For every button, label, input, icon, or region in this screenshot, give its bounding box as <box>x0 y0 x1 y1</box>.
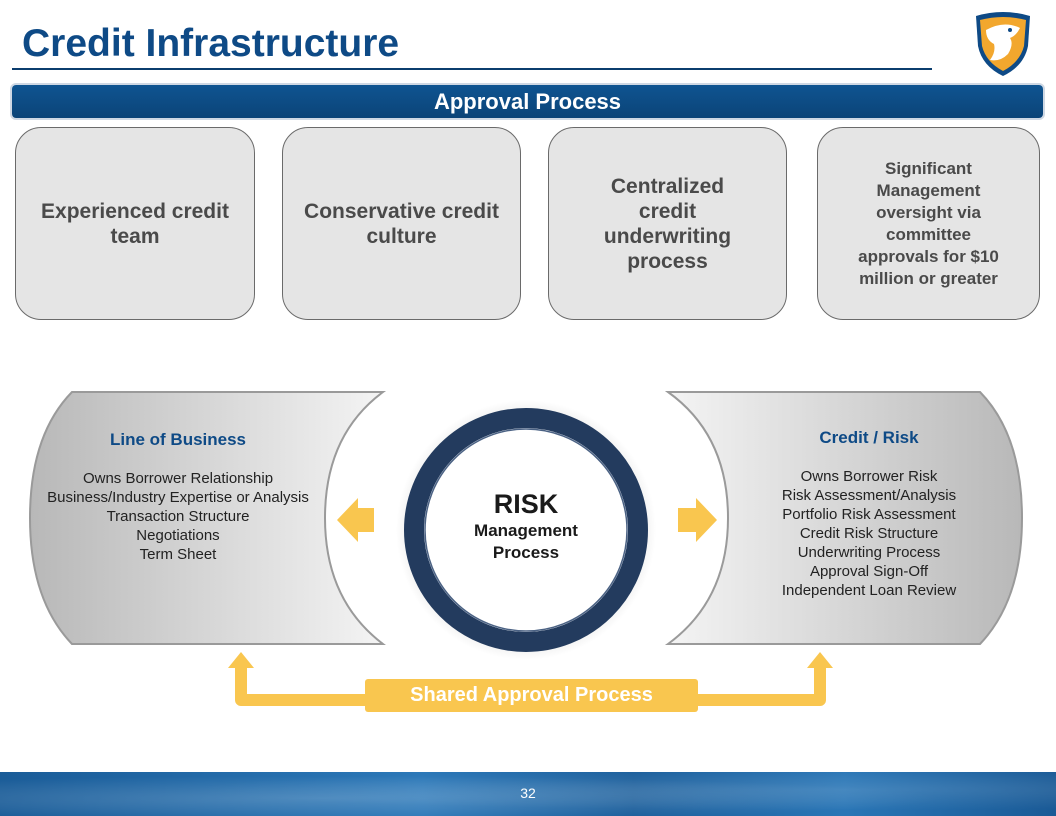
page-number: 32 <box>520 785 536 801</box>
lob-item: Term Sheet <box>139 546 217 563</box>
arrow-right-icon <box>678 498 717 542</box>
shared-approval-label: Shared Approval Process <box>365 679 698 712</box>
up-arrow-left-icon <box>228 652 254 668</box>
risk-center-label: RISK Management Process <box>446 488 606 564</box>
credit-risk-panel <box>664 391 1024 645</box>
cr-item: Independent Loan Review <box>781 582 957 599</box>
up-arrow-right-icon <box>807 652 833 668</box>
line-of-business-text: Line of Business Owns Borrower Relations… <box>30 430 326 564</box>
page-title: Credit Infrastructure <box>22 22 400 65</box>
cr-item: Underwriting Process <box>797 544 941 561</box>
approval-box-management-oversight: Significant Management oversight via com… <box>817 127 1040 320</box>
cr-item: Portfolio Risk Assessment <box>782 506 956 523</box>
approval-box-centralized-underwriting: Centralized credit underwriting process <box>548 127 787 320</box>
approval-box-conservative-culture: Conservative credit culture <box>282 127 521 320</box>
cr-item: Approval Sign-Off <box>809 563 929 580</box>
arrow-left-icon <box>337 498 374 542</box>
lob-item: Transaction Structure <box>106 508 250 525</box>
title-divider <box>12 68 932 70</box>
footer-bar: 32 <box>0 772 1056 816</box>
lob-item: Negotiations <box>136 527 220 544</box>
eagle-shield-logo <box>976 12 1030 76</box>
approval-process-banner: Approval Process <box>12 85 1043 118</box>
risk-subtitle: Management Process <box>474 521 578 562</box>
line-of-business-heading: Line of Business <box>109 430 247 449</box>
credit-risk-heading: Credit / Risk <box>819 428 919 447</box>
cr-item: Credit Risk Structure <box>799 525 939 542</box>
cr-item: Owns Borrower Risk <box>800 468 938 485</box>
lob-item: Owns Borrower Relationship <box>82 470 274 487</box>
lob-item: Business/Industry Expertise or Analysis <box>47 489 309 506</box>
credit-risk-text: Credit / Risk Owns Borrower Risk Risk As… <box>728 428 1010 600</box>
approval-box-experienced-team: Experienced credit team <box>15 127 255 320</box>
risk-title: RISK <box>493 489 559 519</box>
line-of-business-panel <box>28 391 387 645</box>
cr-item: Risk Assessment/Analysis <box>781 487 957 504</box>
